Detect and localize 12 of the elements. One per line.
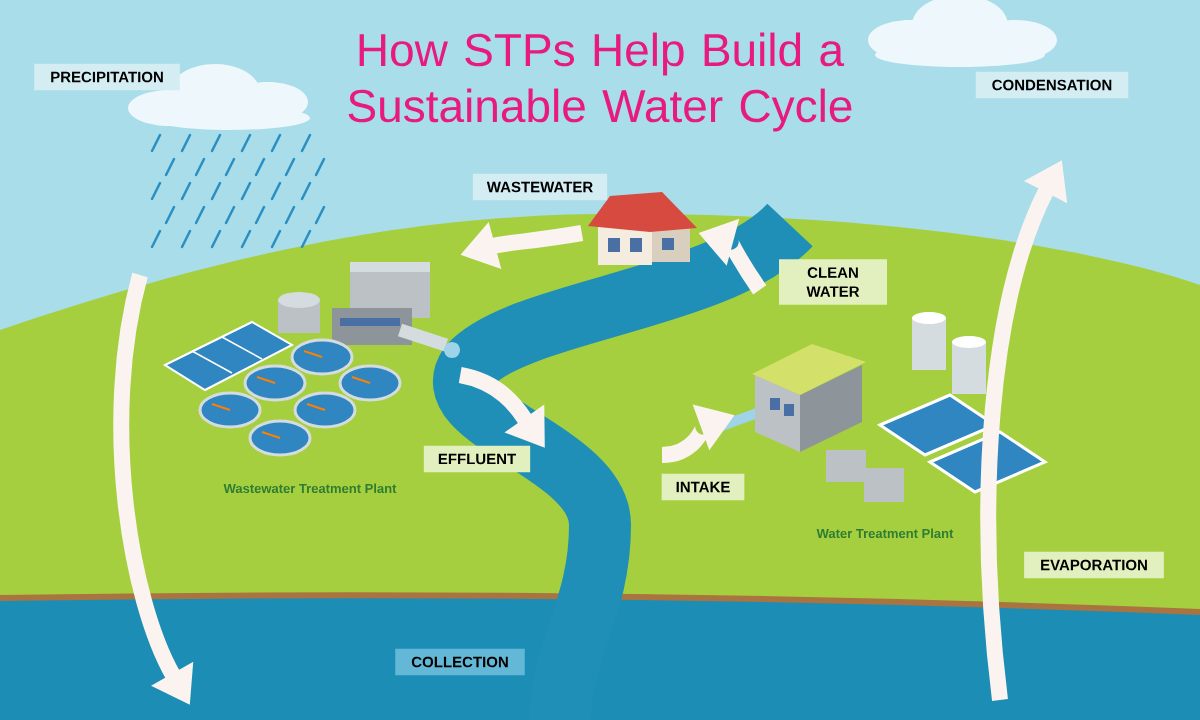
stage-label: PRECIPITATION: [34, 63, 180, 91]
house-drawing: [588, 192, 697, 265]
edge-label: INTAKE: [661, 473, 745, 501]
plant-label: Wastewater Treatment Plant: [223, 483, 397, 494]
plant-label: Water Treatment Plant: [816, 528, 954, 539]
stage-label: EVAPORATION: [1024, 551, 1164, 579]
title: How STPs Help Build a Sustainable Water Cycle: [348, 32, 852, 132]
edge-label: WASTEWATER: [472, 173, 608, 201]
edge-label: CLEAN WATER: [779, 259, 887, 305]
edge-label: EFFLUENT: [423, 445, 531, 473]
stage-label: CONDENSATION: [975, 71, 1129, 99]
stage-label: COLLECTION: [395, 648, 525, 676]
